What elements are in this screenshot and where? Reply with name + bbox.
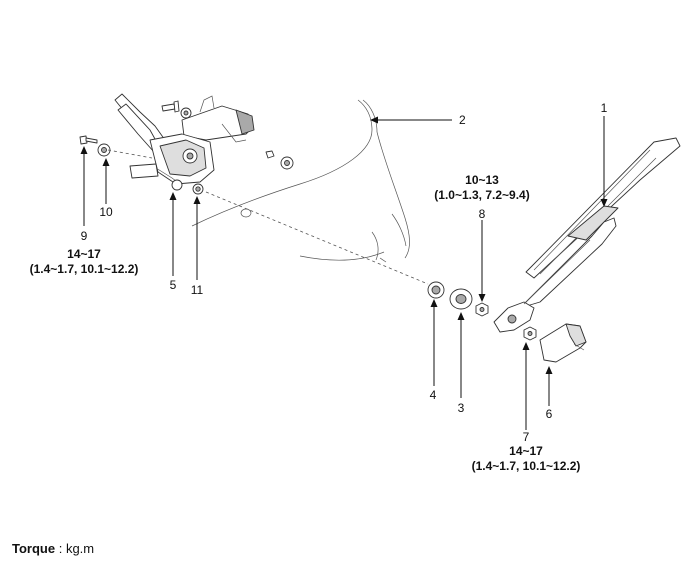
wiper-arm-and-blade [493,137,681,333]
torque-units-part-7: (1.4~1.7, 10.1~12.2) [472,459,581,473]
washer-part-3 [449,288,473,310]
cap-part-6 [539,323,587,363]
callout-11: 11 [191,283,204,297]
callout-8: 8 [479,207,486,221]
motor-mounting-hardware [161,100,294,170]
torque-value-part-9: 14~17 [67,247,101,261]
torque-note-unit: : kg.m [58,541,95,556]
torque-units-part-8: (1.0~1.3, 7.2~9.4) [434,188,529,202]
callout-5: 5 [170,278,177,292]
assembly-line-grommet [107,149,153,159]
callout-1: 1 [601,101,608,115]
torque-value-part-7: 14~17 [509,444,543,458]
tailgate-panel [191,99,410,263]
nut-part-8 [475,302,489,317]
callout-7: 7 [523,430,530,444]
bolt-part-9 [79,135,98,145]
wiper-motor-assembly [114,93,255,191]
callout-3: 3 [458,401,465,415]
callout-6: 6 [546,407,553,421]
callout-9: 9 [81,229,88,243]
grommet-part-11 [192,183,204,195]
grommet-part-4 [427,281,445,299]
nut-part-7 [523,326,537,341]
callout-2: 2 [459,113,466,127]
torque-units-part-9: (1.4~1.7, 10.1~12.2) [30,262,139,276]
callout-leaders [80,116,608,430]
assembly-line-shaft [205,191,429,285]
torque-unit-note: Torque : kg.m [12,541,94,556]
torque-note-label: Torque [12,541,56,556]
callout-10: 10 [99,205,113,219]
callout-4: 4 [430,388,437,402]
torque-value-part-8: 10~13 [465,173,499,187]
